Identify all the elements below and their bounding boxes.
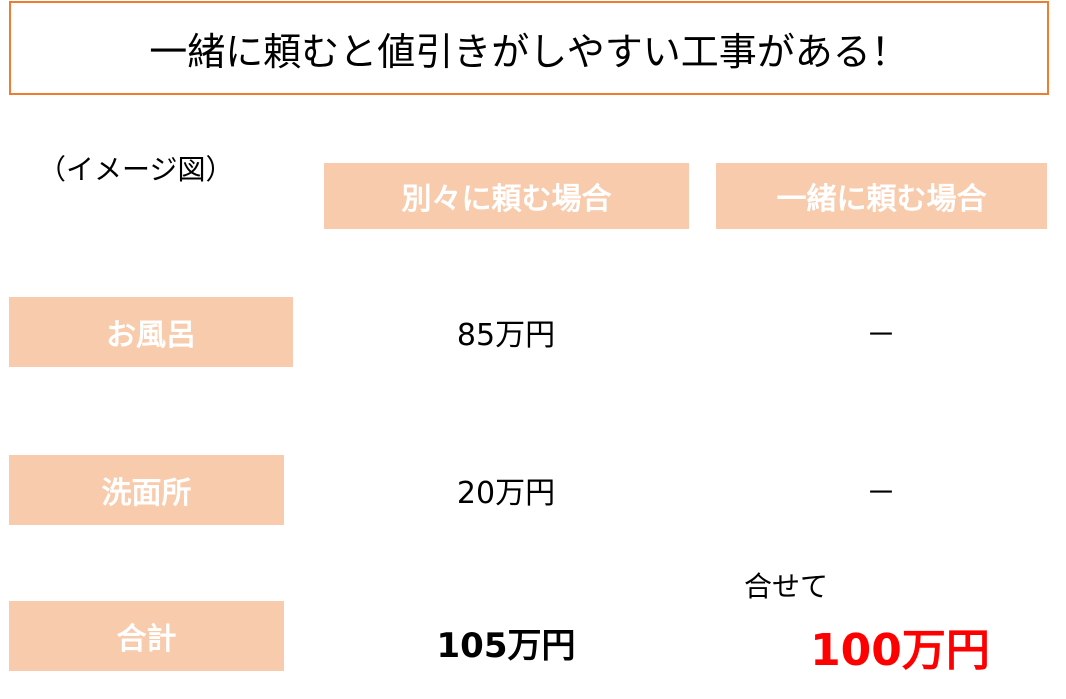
column-header-separate: 別々に頼む場合 <box>324 163 689 229</box>
row-label-bath: お風呂 <box>9 297 293 367</box>
column-header-together: 一緒に頼む場合 <box>716 163 1047 229</box>
total-separate-price: 105万円 <box>436 626 576 666</box>
row-label-total: 合計 <box>9 601 284 671</box>
total-together-price: 100万円 <box>810 625 990 676</box>
row-label-washroom: 洗面所 <box>9 455 284 525</box>
slide-title: 一緒に頼むと値引きがしやすい工事がある！ <box>9 1 1049 95</box>
bath-separate-price: 85万円 <box>456 318 556 353</box>
bath-together-price: － <box>866 318 896 353</box>
washroom-separate-price: 20万円 <box>456 476 556 511</box>
washroom-together-price: － <box>866 476 896 511</box>
total-together-note: 合せて <box>744 570 829 603</box>
image-caption: （イメージ図） <box>38 153 234 186</box>
